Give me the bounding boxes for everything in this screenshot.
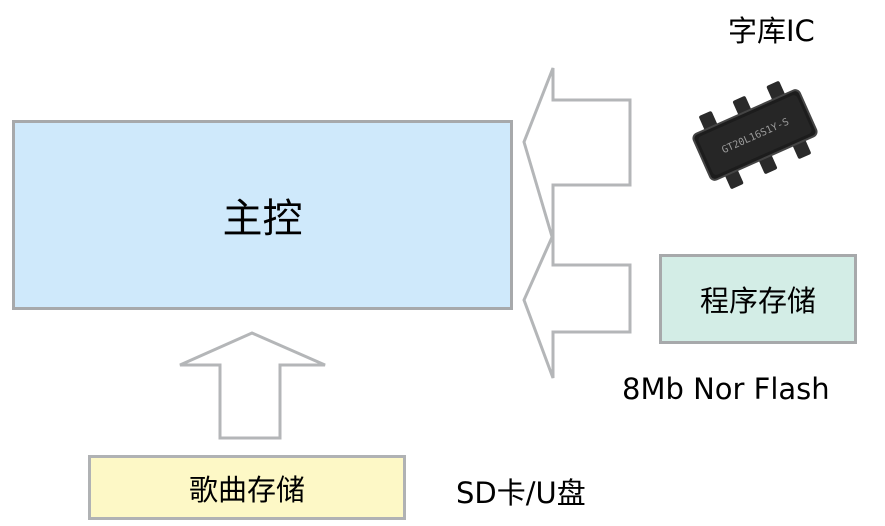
song-storage-label: 歌曲存储	[188, 472, 305, 507]
song-storage-caption: SD卡/U盘	[456, 476, 586, 510]
font-ic-chip-icon: GT20L16S1Y-S	[692, 81, 818, 189]
font-ic-caption: 字库IC	[728, 14, 815, 48]
program-storage-caption: 8Mb Nor Flash	[622, 372, 830, 406]
arrow-song-to-main	[179, 331, 326, 440]
main-controller-label: 主控	[222, 196, 303, 242]
song-storage-box: 歌曲存储	[88, 455, 406, 520]
main-controller-box: 主控	[12, 120, 513, 310]
program-storage-label: 程序存储	[699, 284, 816, 318]
program-storage-box: 程序存储	[659, 254, 857, 344]
arrow-font-ic-to-main	[522, 67, 632, 241]
arrow-program-to-main	[522, 234, 632, 379]
